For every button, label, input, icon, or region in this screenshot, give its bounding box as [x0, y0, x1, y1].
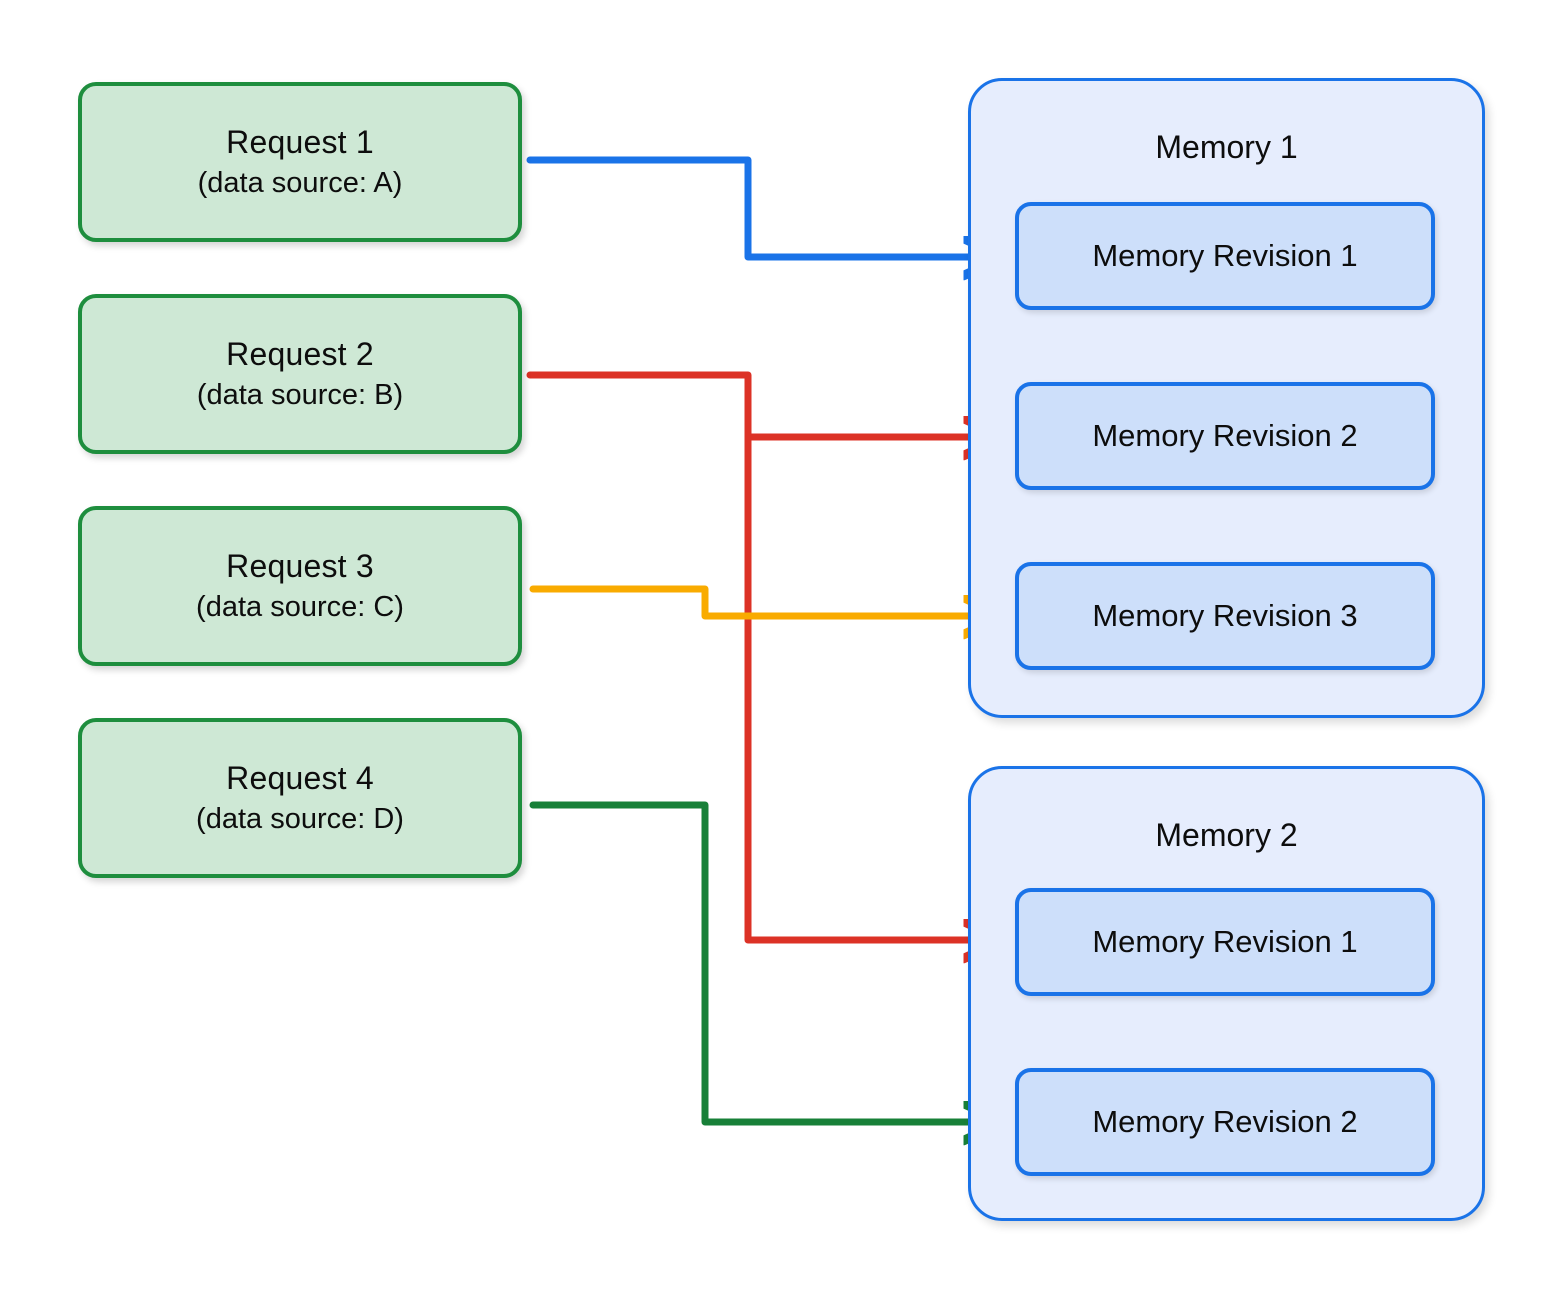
request-3-box[interactable]: Request 3 (data source: C)	[78, 506, 522, 666]
request-4-subtitle: (data source: D)	[196, 802, 404, 835]
request-1-subtitle: (data source: A)	[197, 166, 403, 199]
memory-1-revision-3[interactable]: Memory Revision 3	[1015, 562, 1435, 670]
connector-request-3-to-memory-1-revision-3	[529, 585, 1000, 616]
connector-request-1-to-memory-1-revision-1	[526, 156, 1000, 257]
memory-2-revision-1[interactable]: Memory Revision 1	[1015, 888, 1435, 996]
request-3-title: Request 3	[226, 547, 374, 584]
connector-request-2-to-memory-2-revision-1	[744, 433, 1000, 940]
memory-2-title: Memory 2	[1155, 817, 1298, 853]
request-1-box[interactable]: Request 1 (data source: A)	[78, 82, 522, 242]
request-4-title: Request 4	[226, 759, 374, 796]
request-1-title: Request 1	[226, 123, 374, 160]
memory-1-revision-2[interactable]: Memory Revision 2	[1015, 382, 1435, 490]
memory-2-revision-2-label: Memory Revision 2	[1092, 1104, 1358, 1139]
memory-2-revision-2[interactable]: Memory Revision 2	[1015, 1068, 1435, 1176]
memory-1-revision-2-label: Memory Revision 2	[1092, 418, 1358, 453]
request-4-box[interactable]: Request 4 (data source: D)	[78, 718, 522, 878]
memory-1-revision-1-label: Memory Revision 1	[1092, 238, 1358, 273]
memory-2-revision-1-label: Memory Revision 1	[1092, 924, 1358, 959]
request-2-subtitle: (data source: B)	[196, 378, 404, 411]
request-3-subtitle: (data source: C)	[196, 590, 404, 623]
request-2-box[interactable]: Request 2 (data source: B)	[78, 294, 522, 454]
memory-1-title: Memory 1	[1155, 129, 1298, 165]
memory-1-revision-1[interactable]: Memory Revision 1	[1015, 202, 1435, 310]
connector-request-4-to-memory-2-revision-2	[529, 801, 1000, 1122]
connector-request-2-to-memory-1-revision-2	[526, 371, 1000, 437]
memory-1-revision-3-label: Memory Revision 3	[1092, 598, 1358, 633]
request-2-title: Request 2	[226, 335, 374, 372]
